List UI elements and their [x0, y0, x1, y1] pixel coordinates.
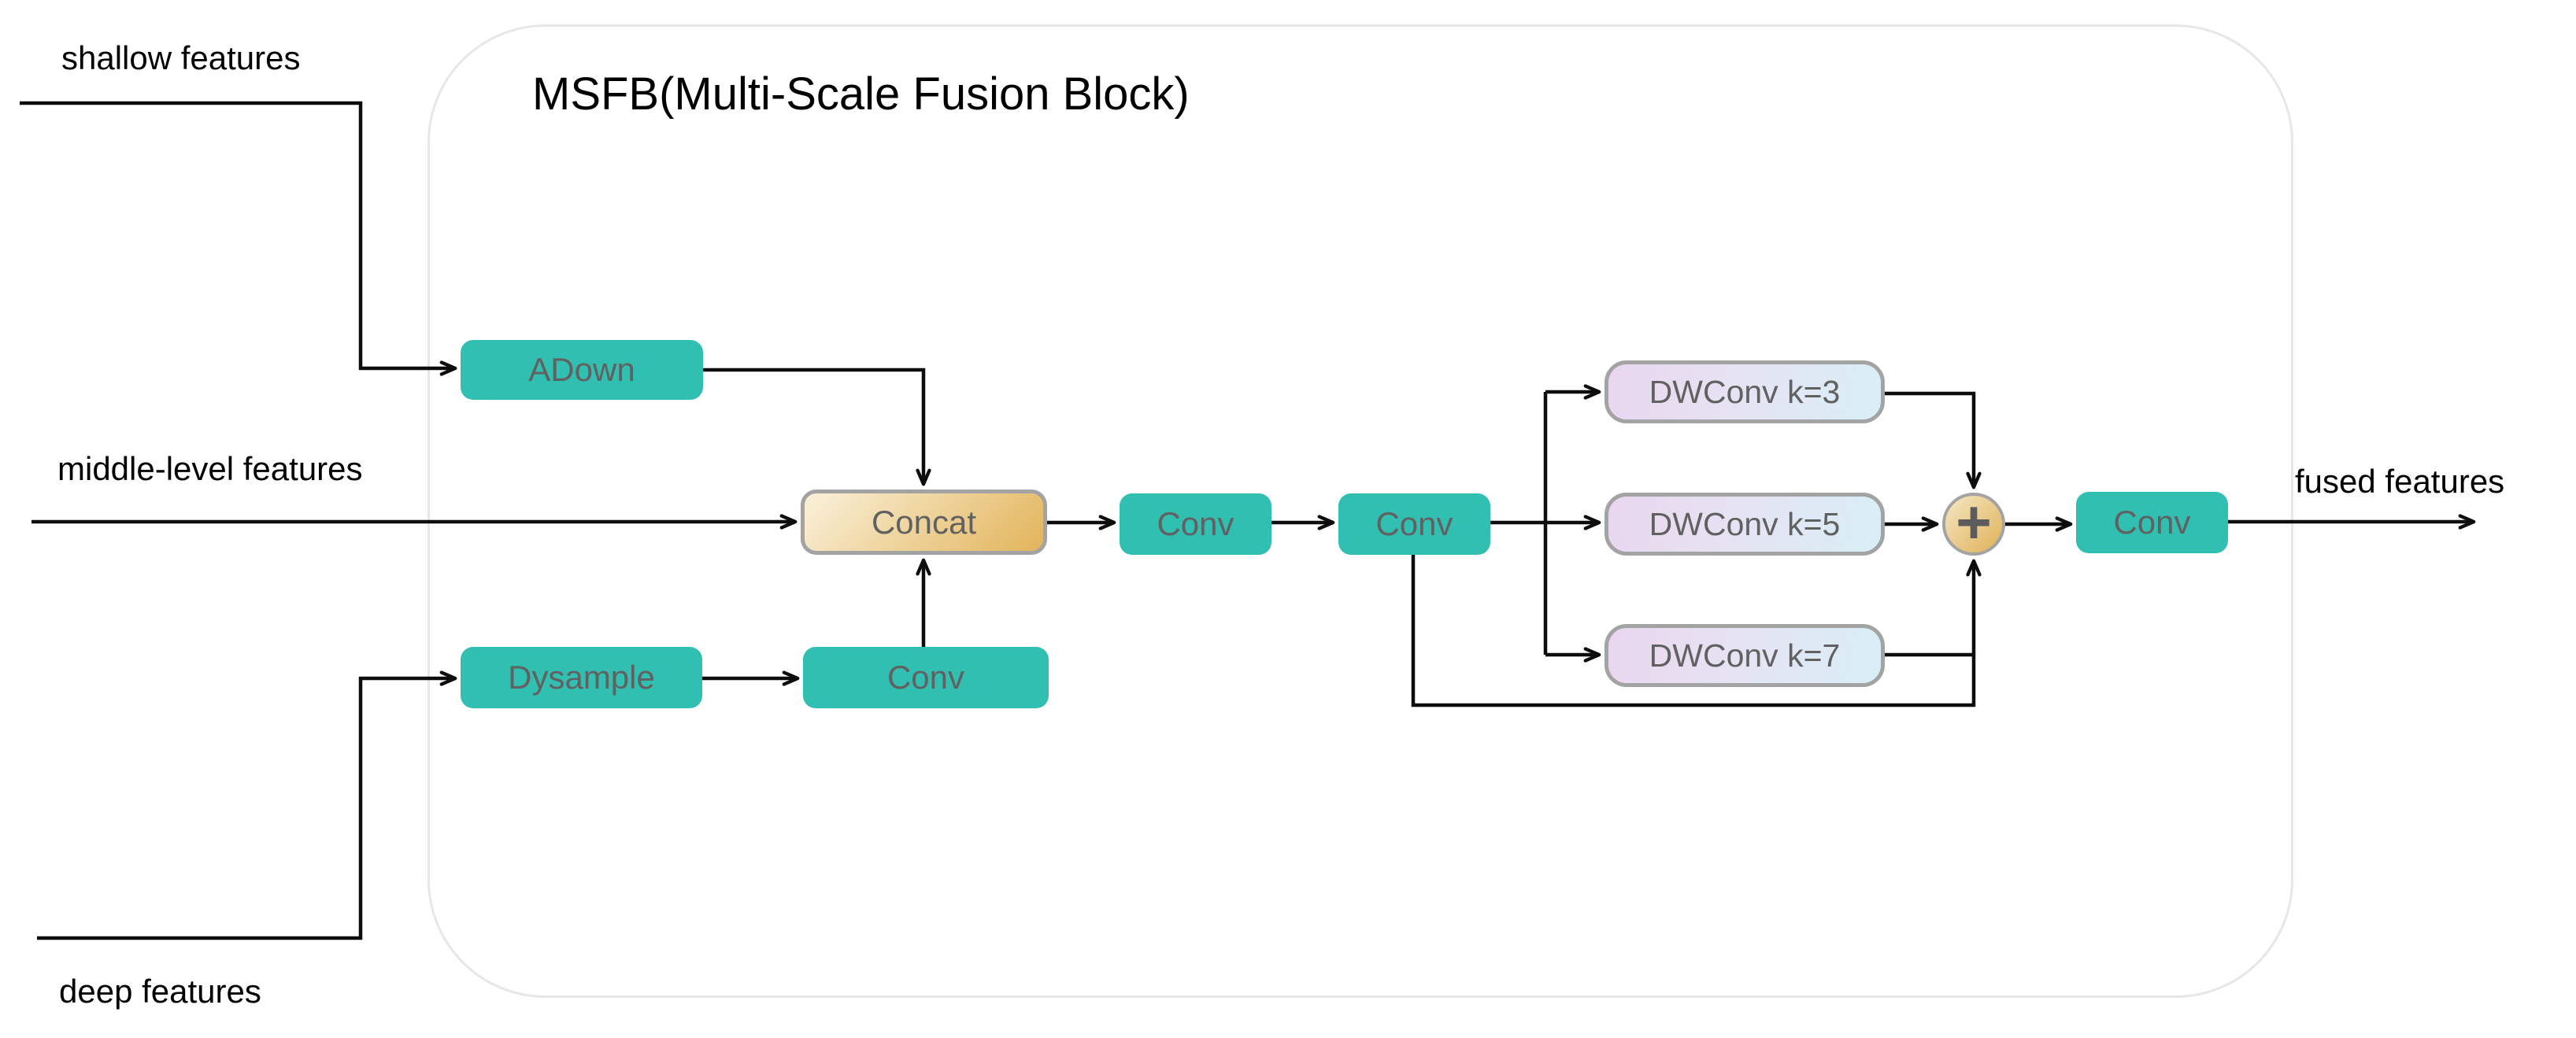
node-dwconv-k5: DWConv k=5 — [1604, 493, 1885, 556]
node-dwconv-k7: DWConv k=7 — [1604, 624, 1885, 687]
node-conv1: Conv — [1120, 493, 1271, 555]
diagram-title: MSFB(Multi-Scale Fusion Block) — [532, 68, 1190, 120]
label-fused-features: fused features — [2295, 463, 2505, 500]
node-dwconv-k3: DWConv k=3 — [1604, 360, 1885, 423]
node-adown: ADown — [461, 340, 703, 400]
sum-plus-icon: + — [1942, 491, 2005, 556]
node-concat: Concat — [801, 489, 1047, 555]
label-middle-level-features: middle-level features — [57, 450, 363, 487]
node-conv-out: Conv — [2076, 492, 2228, 553]
edge-shallow-to-adown — [20, 101, 457, 376]
node-conv-upsample-branch: Conv — [803, 647, 1049, 708]
edge-adown-to-concat — [703, 368, 931, 486]
node-conv2: Conv — [1338, 493, 1490, 555]
edge-bypass-to-sum — [1411, 555, 1982, 707]
node-dysample: Dysample — [461, 647, 702, 708]
edge-dwconv3-to-sum — [1884, 391, 1982, 489]
label-deep-features: deep features — [59, 973, 261, 1010]
edge-deep-to-dysample — [37, 670, 457, 940]
label-shallow-features: shallow features — [61, 39, 301, 76]
